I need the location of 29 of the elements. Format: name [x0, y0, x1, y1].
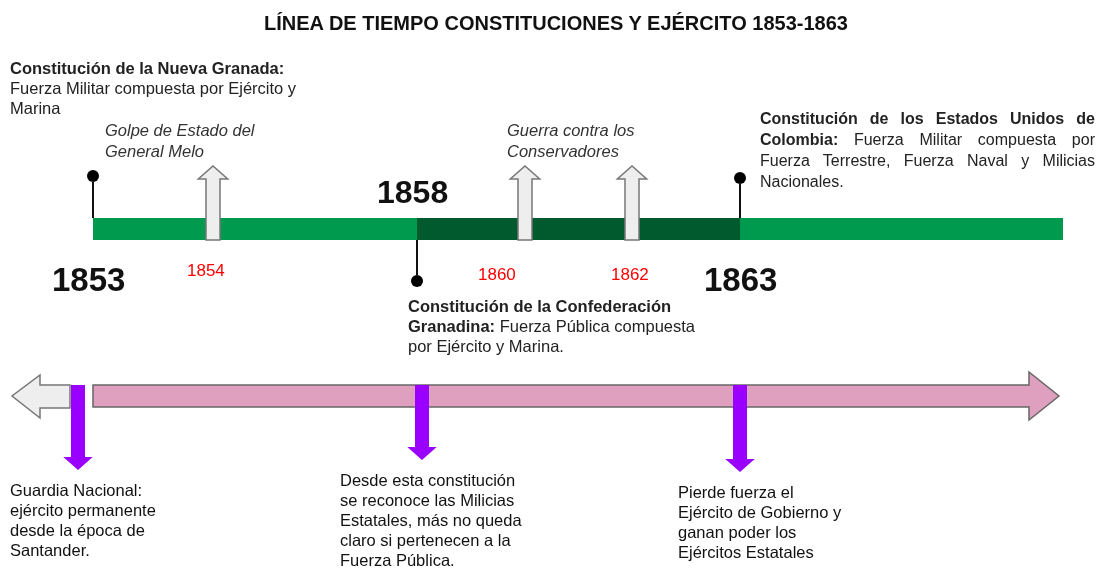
block-arrow — [407, 385, 437, 460]
year-label: 1863 — [704, 263, 778, 296]
event-label: Golpe de Estado del General Melo — [105, 120, 290, 162]
marker-line — [416, 239, 418, 276]
marker-dot — [411, 275, 423, 287]
marker-line — [739, 183, 741, 219]
block-arrow — [615, 165, 649, 241]
year-label: 1854 — [187, 262, 225, 279]
annotation-text: Desde esta constitución se reconoce las Milicias Estatales, más no queda claro si pertenecen a la Fuerza Pública. — [340, 470, 532, 570]
diagram-title: LÍNEA DE TIEMPO CONSTITUCIONES Y EJÉRCITO 1853-1863 — [263, 11, 849, 36]
timeline-bar — [93, 218, 1063, 240]
year-label: 1853 — [52, 263, 126, 296]
year-label: 1858 — [377, 176, 449, 208]
year-label: 1860 — [478, 266, 516, 283]
marker-dot — [87, 170, 99, 182]
block-arrow — [196, 165, 230, 241]
marker-dot — [734, 172, 746, 184]
block-arrow — [508, 165, 542, 241]
block-arrow — [63, 385, 93, 470]
event-label: Guerra contra los Conservadores — [507, 120, 667, 162]
timeline-arrow — [93, 372, 1059, 420]
annotation-text: Constitución de la Nueva Granada: Fuerza Militar compuesta por Ejército y Marina — [10, 58, 330, 118]
annotation-text: Constitución de la Confederación Granadina: Fuerza Pública compuesta por Ejército y Marina. — [408, 296, 713, 356]
annotation-text: Pierde fuerza el Ejército de Gobierno y ganan poder los Ejércitos Estatales — [678, 482, 850, 562]
block-arrow — [725, 385, 755, 472]
annotation-text: Guardia Nacional: ejército permanente desde la época de Santander. — [10, 480, 165, 560]
annotation-text: Constitución de los Estados Unidos de Colombia: Fuerza Militar compuesta por Fuerza Terrestre, Fuerza Naval y Milicias Nacionales. — [760, 108, 1095, 192]
marker-line — [92, 181, 94, 219]
year-label: 1862 — [611, 266, 649, 283]
